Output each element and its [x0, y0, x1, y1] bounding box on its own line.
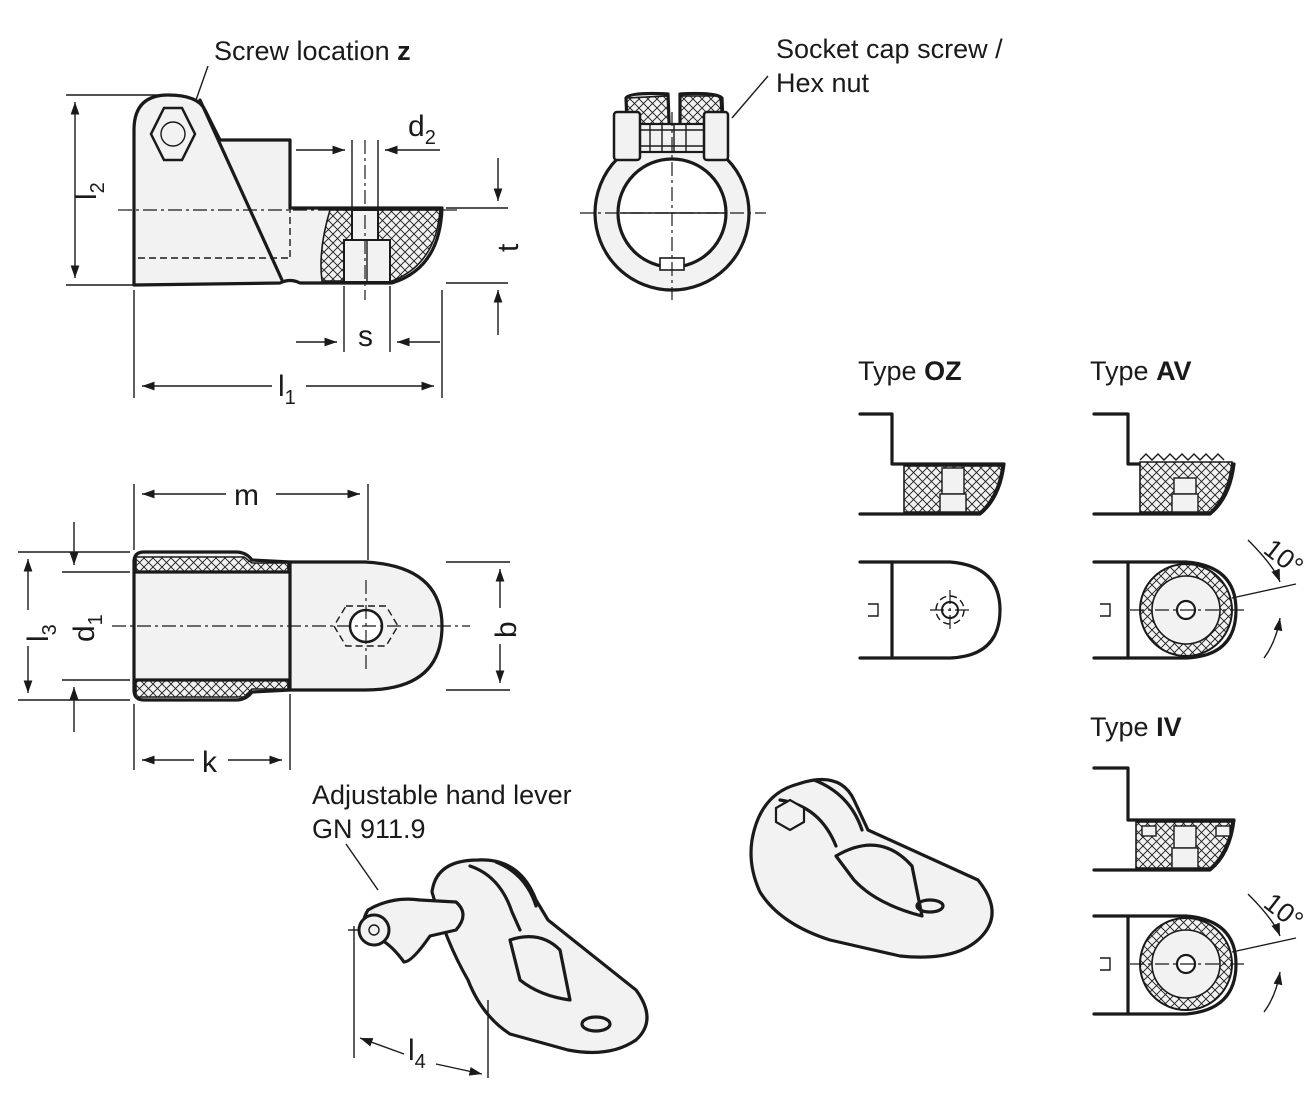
iso-hex-head-icon: [774, 798, 806, 832]
hand-lever-label-line2: GN 911.9: [312, 814, 426, 844]
dim-d1: d1: [68, 614, 107, 642]
hex-head-icon: [149, 106, 197, 162]
iso-view-screw: [749, 777, 994, 959]
type-av-views: [1092, 412, 1297, 660]
dim-m: m: [234, 479, 259, 512]
hex-socket-icon: [160, 121, 186, 147]
dim-l3: l3: [22, 624, 61, 642]
screw-location-leader: [195, 65, 209, 101]
angle-iv-label: 10°: [1258, 887, 1309, 936]
hand-lever-label-line1: Adjustable hand lever: [312, 780, 572, 810]
iso-bore-icon: [580, 1015, 612, 1033]
svg-text:d1: d1: [68, 614, 107, 642]
dim-b: b: [490, 621, 523, 638]
dim-k: k: [202, 746, 218, 779]
svg-text:t: t: [492, 243, 525, 252]
iso-bore-icon-2: [915, 898, 945, 914]
side-view: [118, 93, 460, 300]
top-view: [112, 550, 470, 702]
dim-s: s: [358, 320, 373, 353]
dim-d2: d2: [408, 110, 436, 149]
svg-text:b: b: [490, 621, 523, 638]
front-section-view: [580, 75, 769, 300]
svg-text:l2: l2: [70, 182, 109, 200]
type-iv-views: [1092, 766, 1297, 1016]
type-oz-label: Type OZ: [858, 356, 962, 386]
svg-text:l3: l3: [22, 624, 61, 642]
type-iv-label: Type IV: [1090, 712, 1182, 742]
type-av-label: Type AV: [1090, 356, 1192, 386]
dim-l2: l2: [70, 182, 109, 200]
slot-edge: [198, 98, 284, 282]
dim-t: t: [492, 243, 525, 252]
dim-l4: l4: [408, 1034, 426, 1073]
top-hatch-lower: [135, 679, 289, 698]
iso-clamp-body: [430, 858, 649, 1055]
iso-view-hand-lever: [345, 843, 649, 1078]
dim-l1: l1: [278, 370, 296, 409]
hex-nut-hidden-icon: [333, 605, 399, 647]
side-view-dimensions: [66, 94, 508, 398]
lever-knob-icon: [357, 913, 391, 947]
top-view-dimensions: [18, 484, 510, 770]
hex-nut-icon: [702, 110, 730, 162]
type-oz-views: [858, 412, 1006, 660]
screw-location-label: Screw location z: [214, 36, 411, 66]
screw-head-icon: [612, 110, 642, 162]
socket-cap-label-line2: Hex nut: [776, 68, 870, 98]
socket-cap-label-line1: Socket cap screw /: [776, 34, 1003, 64]
angle-av-label: 10°: [1258, 533, 1309, 582]
